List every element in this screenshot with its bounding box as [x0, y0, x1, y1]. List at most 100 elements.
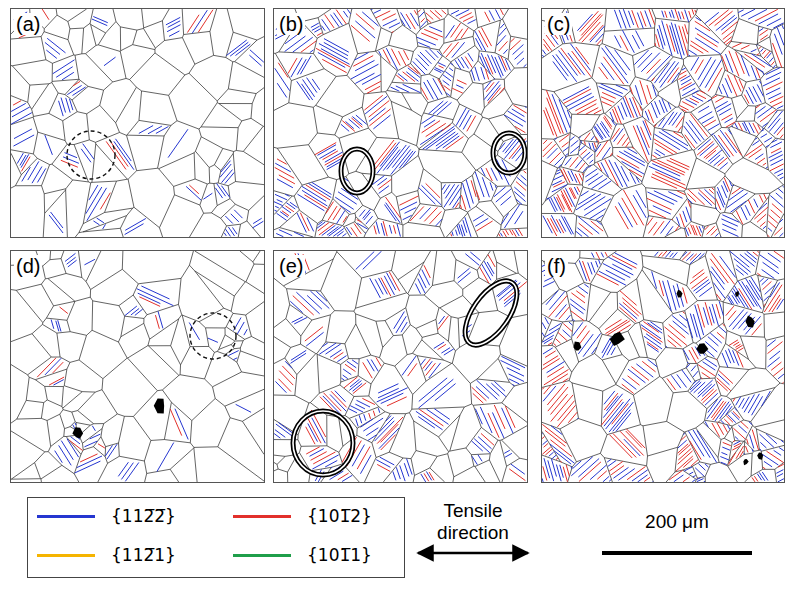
twin-boundary	[356, 14, 374, 30]
twin-boundary	[322, 59, 346, 72]
twin-boundary	[559, 134, 569, 142]
twin-boundary	[670, 253, 674, 257]
twin-boundary	[691, 224, 695, 235]
twin-boundary	[682, 102, 694, 108]
twin-boundary	[505, 453, 512, 457]
dashed-circle	[67, 131, 115, 179]
twin-boundary	[618, 469, 634, 481]
twin-boundary	[459, 110, 469, 128]
twin-boundary	[385, 205, 397, 221]
twin-boundary	[763, 467, 766, 469]
twin-boundary	[778, 188, 783, 193]
twin-boundary	[733, 185, 734, 187]
grain-boundaries	[274, 9, 527, 237]
twin-boundary	[250, 50, 264, 62]
twin-boundary	[659, 118, 665, 127]
twin-boundary	[463, 115, 471, 129]
twin-boundary	[698, 365, 715, 376]
twin-boundary	[495, 185, 496, 188]
twin-boundary	[640, 80, 648, 104]
twin-boundary	[682, 370, 691, 383]
twin-boundary	[461, 28, 468, 39]
twin-boundary	[705, 12, 719, 23]
twin-boundary	[718, 135, 733, 156]
twin-boundary	[761, 130, 764, 132]
unindexed-spot	[743, 459, 748, 465]
twin-boundary	[331, 391, 347, 407]
twin-boundary	[719, 87, 722, 94]
twin-boundary	[722, 229, 738, 236]
twin-boundary	[404, 463, 409, 476]
twin-boundary	[244, 329, 247, 335]
twin-boundary	[306, 332, 323, 346]
twin-boundary	[559, 50, 578, 75]
dashed-circle	[190, 313, 236, 359]
twin-boundary	[517, 58, 524, 65]
twin-boundary	[353, 56, 373, 67]
twin-boundary	[672, 219, 673, 221]
legend-item: {101̅2}	[233, 501, 372, 531]
unindexed-spot	[72, 427, 83, 438]
twin-boundary	[616, 85, 628, 90]
twin-boundary	[772, 102, 782, 107]
panel-label: (b)	[277, 13, 305, 35]
twin-boundary	[563, 87, 589, 101]
twin-boundary	[563, 324, 572, 332]
twin-boundary	[619, 307, 636, 322]
twin-boundary	[341, 378, 344, 380]
twin-boundary	[761, 134, 767, 138]
twin-boundary	[363, 418, 383, 431]
twin-boundary	[590, 209, 606, 219]
twin-boundary	[226, 40, 246, 56]
twin-boundary	[473, 393, 484, 403]
twin-boundary	[728, 425, 730, 429]
twin-boundary	[692, 480, 695, 482]
twin-boundary	[700, 91, 705, 94]
twin-boundary	[550, 440, 571, 457]
twin-boundary	[288, 58, 297, 73]
twin-boundary	[758, 26, 760, 27]
twin-boundary	[249, 55, 261, 66]
twin-boundary	[37, 168, 45, 182]
twin-boundary	[291, 350, 306, 360]
twin-boundary	[434, 342, 444, 348]
twin-boundary	[487, 85, 500, 101]
twin-boundary	[734, 286, 748, 309]
twin-boundary	[403, 72, 415, 82]
twin-boundary	[374, 225, 376, 234]
twin-boundary	[695, 28, 719, 43]
twin-boundary	[760, 35, 767, 40]
twin-boundary	[696, 282, 711, 293]
twin-boundary	[716, 304, 720, 319]
twin-boundary	[589, 142, 591, 149]
twin-boundary	[83, 144, 94, 160]
twin-boundary	[762, 123, 767, 127]
twin-boundary	[472, 441, 483, 451]
twin-boundary	[721, 185, 726, 198]
twin-boundary	[683, 64, 684, 65]
twin-boundary	[421, 474, 426, 482]
twin-boundary	[588, 175, 603, 185]
twin-boundary	[500, 87, 505, 93]
twin-boundary	[408, 68, 420, 78]
twin-boundary	[571, 311, 584, 321]
twin-boundary	[547, 361, 565, 372]
panel-label: (c)	[545, 13, 572, 35]
twin-boundary	[705, 358, 717, 366]
twin-boundary	[549, 323, 561, 330]
twin-boundary	[615, 36, 621, 48]
twin-boundary	[637, 13, 643, 29]
twin-boundary	[348, 409, 357, 413]
twin-boundary	[606, 270, 625, 280]
twin-boundary	[364, 414, 366, 420]
twin-boundary	[542, 387, 544, 389]
twin-boundary	[566, 465, 569, 476]
twin-boundary	[378, 179, 391, 189]
twin-boundary	[692, 9, 694, 14]
twin-boundary	[418, 379, 453, 408]
twin-boundary	[719, 301, 723, 315]
twin-boundary	[285, 361, 292, 368]
twin-boundary	[276, 233, 283, 236]
twin-boundary	[749, 123, 754, 133]
twin-boundary	[235, 44, 250, 55]
